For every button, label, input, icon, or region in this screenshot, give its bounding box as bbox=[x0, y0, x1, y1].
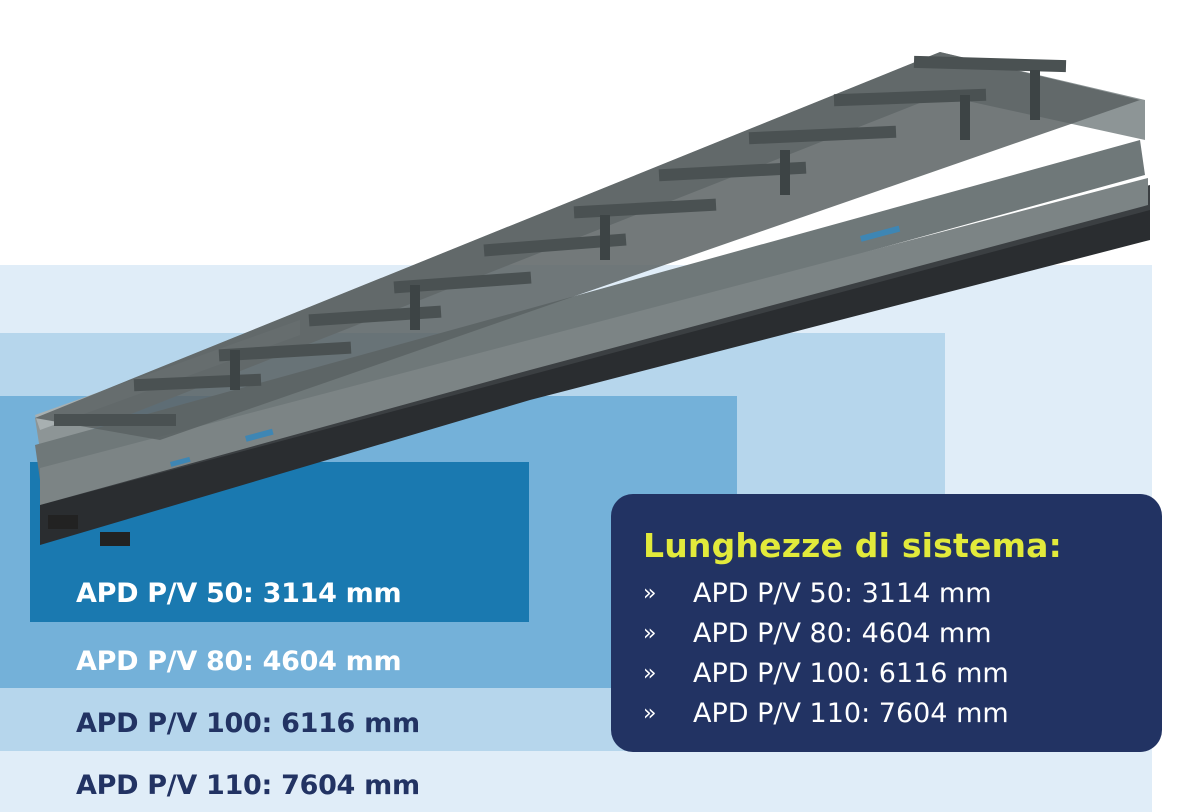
system-lengths-box: Lunghezze di sistema: » APD P/V 50: 3114… bbox=[611, 494, 1162, 752]
bullet-icon: » bbox=[643, 580, 657, 606]
list-item: » APD P/V 110: 7604 mm bbox=[643, 693, 1162, 733]
list-item: » APD P/V 80: 4604 mm bbox=[643, 613, 1162, 653]
list-item: » APD P/V 100: 6116 mm bbox=[643, 653, 1162, 693]
bullet-icon: » bbox=[643, 660, 657, 686]
band-label-50: APD P/V 50: 3114 mm bbox=[76, 578, 402, 609]
list-item-text: APD P/V 110: 7604 mm bbox=[693, 697, 1009, 729]
band-label-100: APD P/V 100: 6116 mm bbox=[76, 708, 420, 739]
list-item: » APD P/V 50: 3114 mm bbox=[643, 573, 1162, 613]
band-label-110: APD P/V 110: 7604 mm bbox=[76, 770, 420, 801]
band-label-80: APD P/V 80: 4604 mm bbox=[76, 646, 402, 677]
system-lengths-title: Lunghezze di sistema: bbox=[643, 526, 1063, 565]
list-item-text: APD P/V 80: 4604 mm bbox=[693, 617, 992, 649]
bullet-icon: » bbox=[643, 700, 657, 726]
bullet-icon: » bbox=[643, 620, 657, 646]
system-lengths-list: » APD P/V 50: 3114 mm » APD P/V 80: 4604… bbox=[643, 573, 1162, 733]
list-item-text: APD P/V 50: 3114 mm bbox=[693, 577, 992, 609]
list-item-text: APD P/V 100: 6116 mm bbox=[693, 657, 1009, 689]
